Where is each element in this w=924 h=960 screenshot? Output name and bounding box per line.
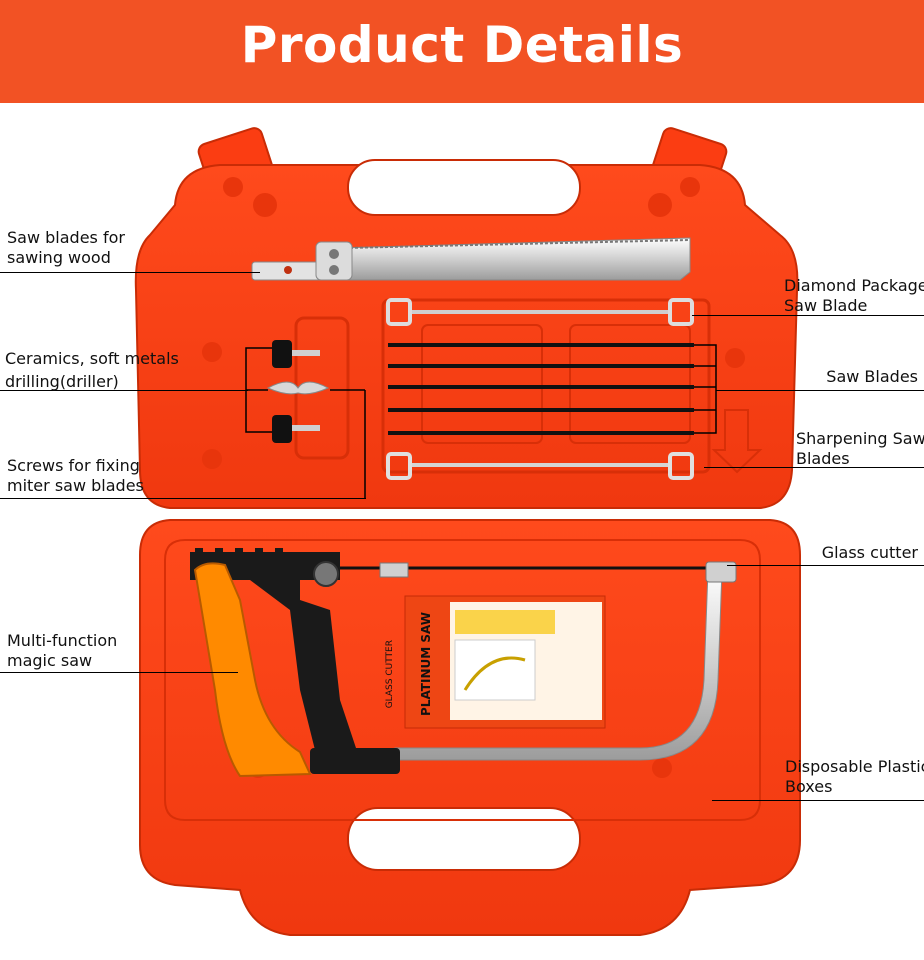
leader-line-saw-blades-wood	[0, 272, 260, 273]
drill-bits	[272, 340, 320, 443]
label-saw-blades-wood: Saw blades for sawing wood	[7, 228, 125, 268]
label-saw-blades-wood-line2: sawing wood	[7, 248, 111, 267]
sharpening-saw-blade	[386, 452, 694, 480]
label-sharpening: Sharpening Saw Blades	[796, 429, 924, 469]
diamond-saw-blade	[386, 298, 694, 326]
label-screws: Screws for fixing miter saw blades	[7, 456, 144, 496]
leader-line-screws	[0, 498, 366, 499]
label-disposable-line2: Boxes	[785, 777, 833, 796]
case-lid	[134, 159, 799, 509]
label-screws-line1: Screws for fixing	[7, 456, 140, 475]
black-saw-blades	[388, 343, 694, 435]
label-ceramics-line1: Ceramics, soft metals	[5, 349, 179, 368]
saw-box-side-text: GLASS CUTTER	[385, 640, 395, 708]
label-ceramics-line2: drilling(driller)	[5, 372, 119, 391]
label-multi-function-line1: Multi-function	[7, 631, 118, 650]
page-title: Product Details	[240, 16, 684, 74]
saw-box-brand: PLATINUM SAW	[419, 612, 433, 716]
label-multi-function: Multi-function magic saw	[7, 631, 117, 671]
label-saw-blades-wood-line1: Saw blades for	[7, 228, 125, 247]
leader-line-glass-cutter	[727, 565, 924, 566]
label-disposable: Disposable Plastic Boxes	[785, 757, 924, 797]
leader-line-sharpening	[704, 467, 924, 468]
label-glass-cutter: Glass cutter	[822, 543, 918, 563]
label-diamond-line1: Diamond Package	[784, 276, 924, 295]
label-ceramics: Ceramics, soft metals drilling(driller)	[5, 347, 179, 393]
label-saw-blades-line1: Saw Blades	[826, 367, 918, 386]
leader-line-saw-blades	[716, 390, 924, 391]
magic-saw	[190, 548, 737, 778]
label-sharpening-line2: Blades	[796, 449, 850, 468]
leader-line-multi-function	[0, 672, 238, 673]
label-multi-function-line2: magic saw	[7, 651, 93, 670]
leader-line-disposable	[712, 800, 924, 801]
label-sharpening-line1: Sharpening Saw	[796, 429, 924, 448]
label-glass-cutter-line1: Glass cutter	[821, 543, 918, 562]
leader-line-diamond	[692, 315, 924, 316]
leader-line-ceramics	[0, 390, 248, 391]
label-saw-blades: Saw Blades	[826, 367, 918, 387]
label-diamond-line2: Saw Blade	[784, 296, 868, 315]
wood-saw-blade	[251, 237, 691, 281]
label-diamond: Diamond Package Saw Blade	[784, 276, 924, 316]
label-disposable-line1: Disposable Plastic	[785, 757, 924, 776]
wing-screw	[266, 381, 330, 395]
saw-package-box: PLATINUM SAW GLASS CUTTER	[385, 595, 606, 729]
header-banner: Product Details	[0, 0, 924, 103]
label-screws-line2: miter saw blades	[7, 476, 144, 495]
